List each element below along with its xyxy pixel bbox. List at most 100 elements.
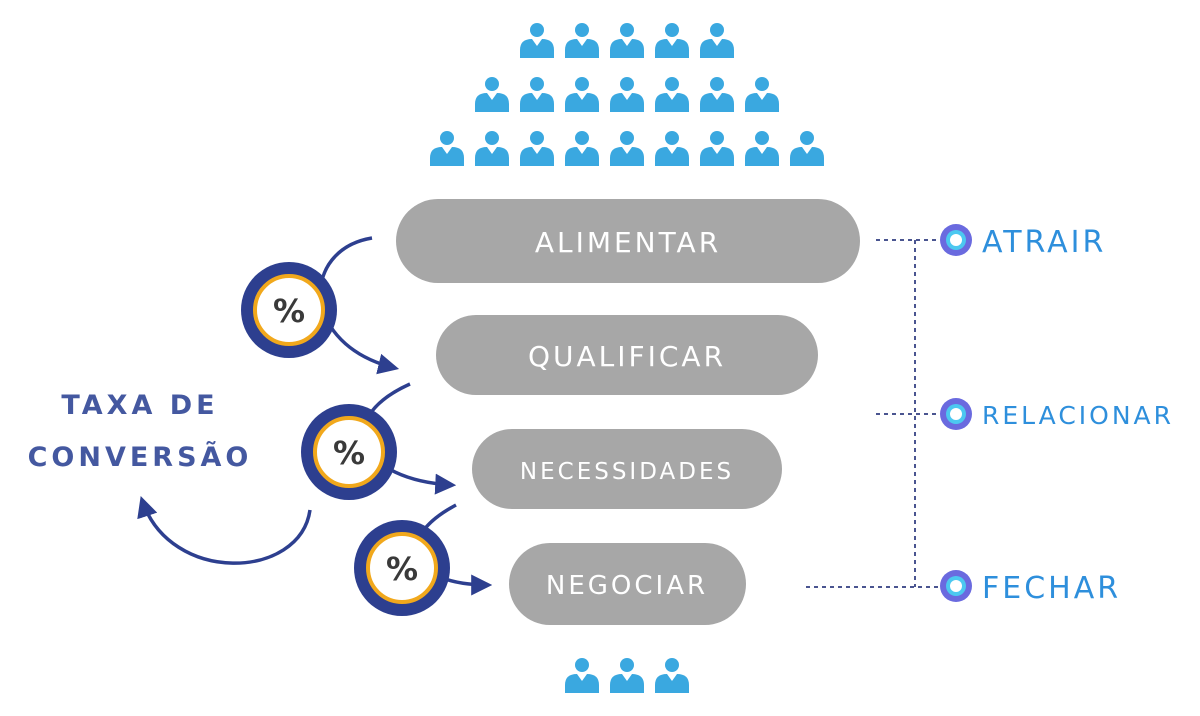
person-head <box>530 131 544 145</box>
person-head <box>620 23 634 37</box>
arrow-curve-return <box>137 496 312 565</box>
person-body <box>610 93 644 112</box>
conversion-label-line2: CONVERSÃO <box>28 441 253 473</box>
percent-icon: % <box>333 434 365 472</box>
person-body <box>745 93 779 112</box>
percent-icon: % <box>386 550 418 588</box>
person-icon <box>745 131 779 166</box>
person-icon <box>655 658 689 693</box>
person-body <box>610 39 644 58</box>
person-icon <box>565 131 599 166</box>
person-body <box>655 147 689 166</box>
stage-fechar: FECHAR <box>940 570 1121 606</box>
person-icon <box>520 131 554 166</box>
person-body <box>475 93 509 112</box>
person-head <box>485 131 499 145</box>
person-body <box>745 147 779 166</box>
people-icons <box>430 23 824 693</box>
badge-ring <box>366 532 438 604</box>
person-icon <box>520 77 554 112</box>
person-icon <box>565 23 599 58</box>
conversion-label: TAXA DE CONVERSÃO <box>28 390 253 473</box>
person-icon <box>790 131 824 166</box>
person-body <box>790 147 824 166</box>
person-icon <box>475 131 509 166</box>
person-icon <box>565 658 599 693</box>
funnel-step-label: QUALIFICAR <box>528 340 726 373</box>
person-body <box>610 147 644 166</box>
person-body <box>700 147 734 166</box>
person-head <box>530 77 544 91</box>
person-body <box>700 39 734 58</box>
percent-icon: % <box>273 292 305 330</box>
person-icon <box>745 77 779 112</box>
person-body <box>565 93 599 112</box>
person-head <box>665 658 679 672</box>
person-head <box>620 658 634 672</box>
person-head <box>575 23 589 37</box>
person-head <box>665 77 679 91</box>
percent-badge-1: % <box>241 262 337 358</box>
person-head <box>620 77 634 91</box>
person-icon <box>655 23 689 58</box>
person-icon <box>520 23 554 58</box>
funnel-pill <box>509 543 746 625</box>
person-head <box>710 131 724 145</box>
percent-badge-2: % <box>301 404 397 500</box>
person-body <box>565 147 599 166</box>
person-body <box>700 93 734 112</box>
person-head <box>440 131 454 145</box>
person-head <box>620 131 634 145</box>
stage-connectors <box>806 239 940 588</box>
person-icon <box>565 77 599 112</box>
badge-ring <box>313 416 385 488</box>
person-icon <box>700 131 734 166</box>
person-head <box>530 23 544 37</box>
person-head <box>710 23 724 37</box>
person-icon <box>610 77 644 112</box>
stage-label: FECHAR <box>982 571 1121 606</box>
funnel-step-alimentar: ALIMENTAR <box>396 199 860 283</box>
person-body <box>565 674 599 693</box>
funnel-step-label: NEGOCIAR <box>546 571 708 601</box>
person-body <box>520 39 554 58</box>
person-icon <box>610 131 644 166</box>
person-head <box>665 131 679 145</box>
person-body <box>655 674 689 693</box>
person-icon <box>610 658 644 693</box>
person-head <box>575 77 589 91</box>
stage-dot-core <box>950 234 962 246</box>
person-head <box>755 77 769 91</box>
person-body <box>520 147 554 166</box>
person-icon <box>430 131 464 166</box>
person-icon <box>655 77 689 112</box>
person-icon <box>610 23 644 58</box>
conversion-label-line1: TAXA DE <box>61 390 218 421</box>
funnel-pill <box>436 315 818 395</box>
funnel-step-label: ALIMENTAR <box>535 226 721 259</box>
stage-dot-core <box>950 408 962 420</box>
person-body <box>565 39 599 58</box>
person-body <box>610 674 644 693</box>
person-body <box>655 93 689 112</box>
person-head <box>755 131 769 145</box>
person-body <box>475 147 509 166</box>
percent-badge-3: % <box>354 520 450 616</box>
stage-dot-core <box>950 580 962 592</box>
funnel-pill <box>396 199 860 283</box>
person-icon <box>700 23 734 58</box>
person-head <box>575 131 589 145</box>
person-icon <box>655 131 689 166</box>
person-head <box>710 77 724 91</box>
stage-atrair: ATRAIR <box>940 224 1103 260</box>
person-body <box>430 147 464 166</box>
funnel-step-negociar: NEGOCIAR <box>509 543 746 625</box>
stage-label: RELACIONAR <box>982 401 1174 430</box>
person-head <box>800 131 814 145</box>
person-icon <box>700 77 734 112</box>
person-head <box>485 77 499 91</box>
funnel-step-qualificar: QUALIFICAR <box>436 315 818 395</box>
person-body <box>520 93 554 112</box>
person-body <box>655 39 689 58</box>
